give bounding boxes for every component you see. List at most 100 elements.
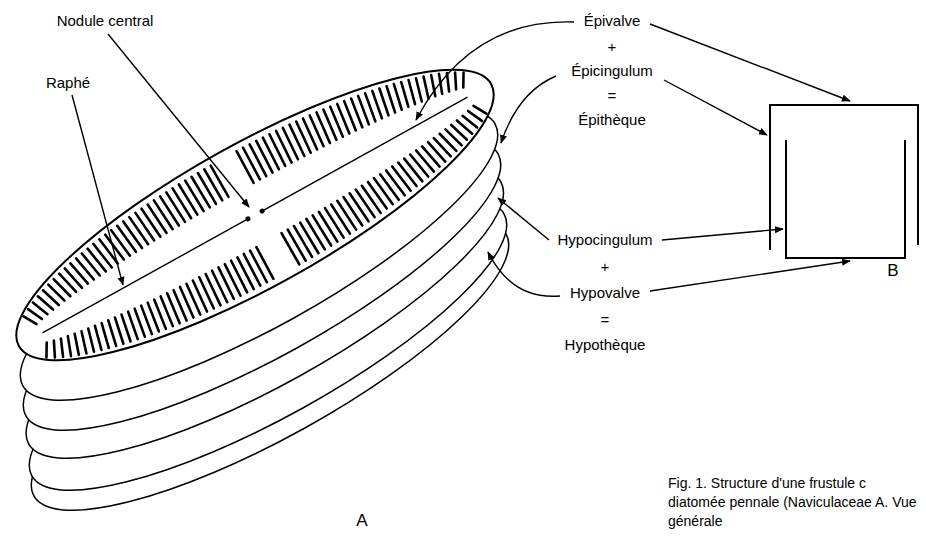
- stria: [300, 222, 318, 254]
- stria: [135, 211, 154, 242]
- figure-caption: Fig. 1. Structure d'une frustule c diato…: [668, 474, 918, 531]
- stria: [117, 224, 136, 254]
- leader-raphe: [72, 95, 123, 285]
- stria: [294, 226, 312, 258]
- epitheque-outline: [770, 105, 918, 250]
- stria: [76, 256, 94, 282]
- stria: [262, 138, 280, 170]
- stria: [210, 271, 229, 302]
- stria: [449, 72, 463, 89]
- stria: [40, 342, 53, 357]
- figure-letter: A: [356, 512, 367, 530]
- operator: +: [608, 38, 617, 56]
- stria: [325, 207, 344, 238]
- stria: [451, 122, 467, 143]
- leader-epivalve: [416, 22, 574, 120]
- stria: [236, 151, 254, 183]
- stria: [197, 277, 216, 308]
- figure-letter: B: [887, 262, 898, 280]
- stria: [70, 261, 88, 287]
- stria: [43, 287, 59, 308]
- part-label: Épithèque: [578, 111, 646, 129]
- stria: [131, 309, 149, 337]
- stria: [243, 254, 261, 286]
- stria: [65, 266, 82, 291]
- central-nodule-dot: [245, 216, 252, 223]
- stria: [281, 128, 300, 159]
- stria: [154, 199, 173, 230]
- stria: [173, 188, 192, 220]
- part-label: Épivalve: [584, 12, 641, 30]
- stria: [54, 276, 71, 299]
- leader-hypovalve: [488, 252, 560, 296]
- operator: =: [601, 311, 610, 329]
- stria: [117, 315, 135, 342]
- part-label: Hypocingulum: [557, 231, 652, 249]
- stria: [288, 229, 306, 261]
- stria: [457, 72, 470, 87]
- stria: [59, 271, 76, 295]
- leader-nodule: [108, 34, 249, 207]
- part-label: Hypovalve: [570, 284, 640, 302]
- stria: [268, 134, 286, 166]
- part-label: Nodule central: [57, 12, 154, 30]
- operator: +: [601, 258, 610, 276]
- leader-epicingulum-b: [664, 80, 767, 135]
- stria: [142, 207, 161, 238]
- part-label: Raphé: [46, 74, 90, 92]
- stria: [124, 312, 142, 339]
- stria: [179, 184, 197, 216]
- stria: [192, 176, 210, 208]
- stria: [88, 246, 106, 273]
- stria: [250, 251, 268, 283]
- stria: [191, 281, 210, 312]
- frustule-drawing: [0, 21, 541, 540]
- leader-hypocingulum-b: [662, 229, 783, 240]
- stria: [243, 148, 261, 180]
- stria: [47, 341, 61, 358]
- stria: [82, 251, 100, 278]
- raphe-line: [262, 97, 467, 211]
- stria: [123, 220, 142, 250]
- stria: [416, 148, 434, 174]
- stria: [185, 180, 203, 212]
- stria: [236, 257, 254, 289]
- stria: [275, 131, 294, 163]
- stria: [204, 274, 223, 305]
- stria: [445, 126, 461, 148]
- stria: [294, 122, 313, 153]
- stria: [375, 89, 393, 116]
- central-nodule-dot: [259, 208, 266, 215]
- stria: [331, 203, 350, 234]
- stria: [422, 144, 440, 170]
- stria: [55, 338, 70, 357]
- stria: [288, 125, 307, 156]
- stria: [48, 281, 64, 303]
- operator: =: [608, 87, 617, 105]
- stria: [313, 215, 331, 247]
- stria: [368, 91, 386, 118]
- stria: [249, 144, 267, 176]
- part-label: Hypothèque: [565, 336, 646, 354]
- stria: [306, 218, 324, 250]
- stria: [105, 233, 124, 262]
- epivalve-outline: [0, 21, 526, 409]
- stria: [148, 203, 167, 234]
- stria: [223, 264, 241, 296]
- hypotheque-outline: [786, 140, 905, 258]
- leader-hypovalve-b: [650, 261, 850, 291]
- stria: [184, 284, 203, 315]
- stria: [166, 191, 185, 222]
- stria: [440, 131, 457, 154]
- leader-lines: [72, 22, 850, 296]
- leader-hypocingulum: [498, 198, 549, 240]
- stria: [160, 195, 179, 226]
- box-b-schema: [770, 105, 918, 258]
- stria: [99, 237, 117, 265]
- stria: [110, 317, 128, 343]
- stria: [434, 135, 451, 159]
- stria: [428, 139, 445, 164]
- stria: [441, 73, 456, 92]
- leader-epicingulum: [501, 76, 556, 143]
